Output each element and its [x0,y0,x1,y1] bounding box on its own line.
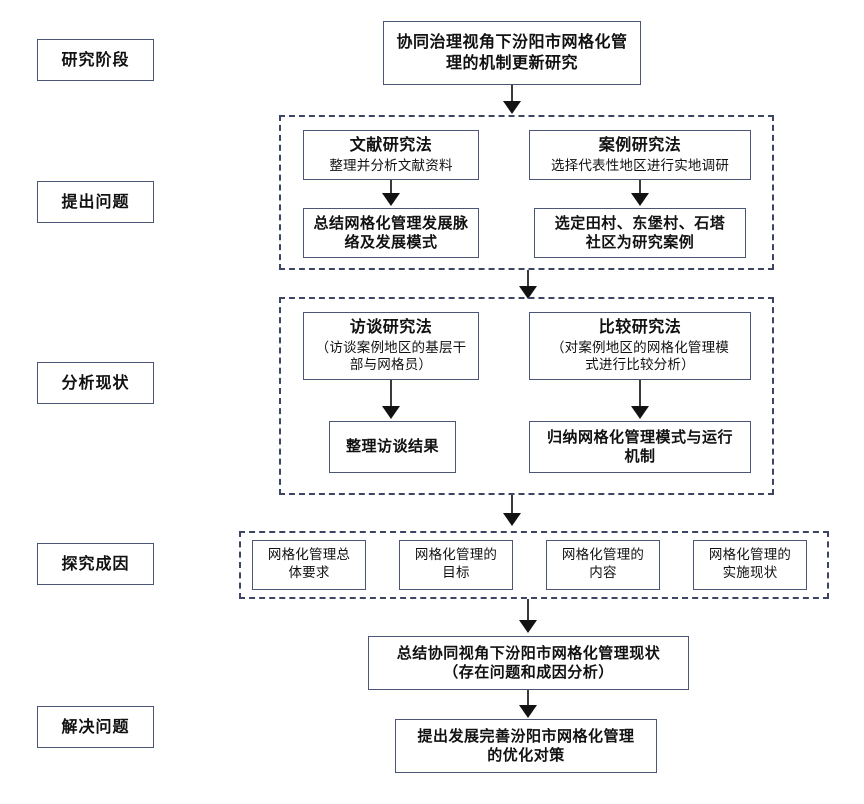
box-case-result: 选定田村、东堡村、石塔 社区为研究案例 [534,208,746,258]
box-summary-status: 总结协同视角下汾阳市网格化管理现状 （存在问题和成因分析） [368,636,689,690]
comparative-method-head: 比较研究法 [598,317,682,337]
title-box: 协同治理视角下汾阳市网格化管 理的机制更新研究 [383,21,641,85]
box-literature-method: 文献研究法 整理并分析文献资料 [303,130,479,180]
grid-goal-line-1: 网格化管理的 [414,547,498,564]
arrowhead-interview-method-to-result [382,406,400,419]
literature-method-head: 文献研究法 [349,134,433,154]
final-countermeasure-line-1: 提出发展完善汾阳市网格化管理 [417,726,635,745]
literature-method-sub: 整理并分析文献资料 [329,157,453,174]
box-grid-overall-requirement: 网格化管理总 体要求 [252,540,366,590]
case-method-head: 案例研究法 [598,134,682,154]
box-literature-result: 总结网格化管理发展脉 络及发展模式 [303,208,479,258]
grid-implementation-status-line-1: 网格化管理的 [708,547,792,564]
grid-content-line-2: 内容 [589,565,617,581]
stage-label-text: 解决问题 [61,716,130,736]
box-grid-implementation-status: 网格化管理的 实施现状 [693,540,807,590]
grid-goal-line-2: 目标 [442,565,470,581]
group-raise-question [279,115,774,270]
connector-case-method-to-result [639,180,641,197]
comparative-result-line-2: 机制 [624,447,656,465]
arrowhead-title-to-group1 [503,101,521,114]
stage-label-text: 探究成因 [61,553,130,573]
case-result-line-2: 社区为研究案例 [585,233,695,251]
box-comparative-method: 比较研究法 （对案例地区的网格化管理模 式进行比较分析） [529,312,751,380]
comparative-method-sub-2: 式进行比较分析） [585,357,695,374]
box-final-countermeasure: 提出发展完善汾阳市网格化管理 的优化对策 [395,719,657,773]
title-line-2: 理的机制更新研究 [445,53,578,72]
connector-summary-to-final [527,690,529,710]
connector-comparative-method-to-result [639,380,641,410]
final-countermeasure-line-2: 的优化对策 [487,746,565,764]
literature-result-line-2: 络及发展模式 [344,233,438,251]
connector-literature-method-to-result [390,180,392,197]
box-case-method: 案例研究法 选择代表性地区进行实地调研 [529,130,751,180]
stage-label-text: 分析现状 [61,372,130,392]
box-grid-content: 网格化管理的 内容 [546,540,660,590]
connector-group1-to-group2 [527,270,529,292]
case-method-sub: 选择代表性地区进行实地调研 [550,157,730,174]
case-result-line-1: 选定田村、东堡村、石塔 [554,213,726,232]
stage-label-research-phase: 研究阶段 [37,39,154,81]
arrowhead-group1-to-group2 [519,286,537,299]
connector-interview-method-to-result [390,380,392,410]
interview-method-sub-1: （访谈案例地区的基层干 [315,339,467,356]
stage-label-text: 提出问题 [61,191,130,211]
comparative-result-line-1: 归纳网格化管理模式与运行 [546,427,733,446]
grid-implementation-status-line-2: 实施现状 [722,565,778,581]
stage-label-analyze-status: 分析现状 [37,362,154,404]
box-comparative-result: 归纳网格化管理模式与运行 机制 [529,421,751,473]
arrowhead-group2-to-group3 [503,513,521,526]
box-interview-result: 整理访谈结果 [329,421,456,473]
arrowhead-case-method-to-result [631,193,649,206]
box-interview-method: 访谈研究法 （访谈案例地区的基层干 部与网格员） [303,312,479,380]
comparative-method-sub-1: （对案例地区的网格化管理模 [550,339,730,356]
connector-group2-to-group3 [511,495,513,517]
arrowhead-literature-method-to-result [382,193,400,206]
grid-overall-requirement-line-2: 体要求 [288,565,330,581]
connector-group3-to-summary [527,599,529,624]
arrowhead-summary-to-final [519,705,537,718]
literature-result-line-1: 总结网格化管理发展脉 [313,213,469,232]
grid-overall-requirement-line-1: 网格化管理总 [267,547,351,564]
interview-result-line-1: 整理访谈结果 [345,437,439,456]
box-grid-goal: 网格化管理的 目标 [399,540,513,590]
grid-content-line-1: 网格化管理的 [561,547,645,564]
title-line-1: 协同治理视角下汾阳市网格化管 [396,32,628,52]
arrowhead-comparative-method-to-result [631,406,649,419]
stage-label-text: 研究阶段 [61,49,130,69]
summary-status-line-2: （存在问题和成因分析） [443,663,614,681]
interview-method-sub-2: 部与网格员） [349,357,433,374]
stage-label-solve-problem: 解决问题 [37,706,154,748]
stage-label-raise-question: 提出问题 [37,181,154,223]
connector-title-to-group1 [511,85,513,107]
arrowhead-group3-to-summary [519,620,537,633]
group-explore-cause [239,531,829,599]
group-analyze-status [279,297,774,495]
stage-label-explore-cause: 探究成因 [37,543,154,585]
interview-method-head: 访谈研究法 [349,317,433,337]
summary-status-line-1: 总结协同视角下汾阳市网格化管理现状 [396,643,661,662]
